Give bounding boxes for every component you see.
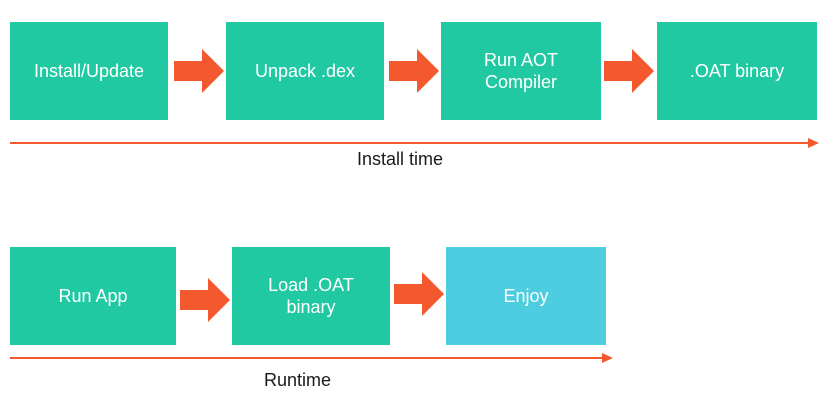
- install-time-label: Install time: [357, 149, 444, 169]
- enjoy-step: Enjoy: [446, 247, 606, 345]
- right-arrow-icon: [394, 272, 444, 316]
- right-arrow-icon: [604, 49, 654, 93]
- oat-binary-step: .OAT binary: [657, 22, 817, 120]
- run-aot-compiler-step: Run AOT Compiler: [441, 22, 601, 120]
- right-arrow-icon: [389, 49, 439, 93]
- unpack-dex-step: Unpack .dex: [226, 22, 384, 120]
- run-app-step: Run App: [10, 247, 176, 345]
- load-oat-binary-step: Load .OAT binary: [232, 247, 390, 345]
- right-arrow-icon: [174, 49, 224, 93]
- install-update-step: Install/Update: [10, 22, 168, 120]
- runtime-label: Runtime: [264, 370, 332, 390]
- install-timeline-arrow: [10, 138, 819, 148]
- right-arrow-icon: [180, 278, 230, 322]
- runtime-timeline-arrow: [10, 353, 613, 363]
